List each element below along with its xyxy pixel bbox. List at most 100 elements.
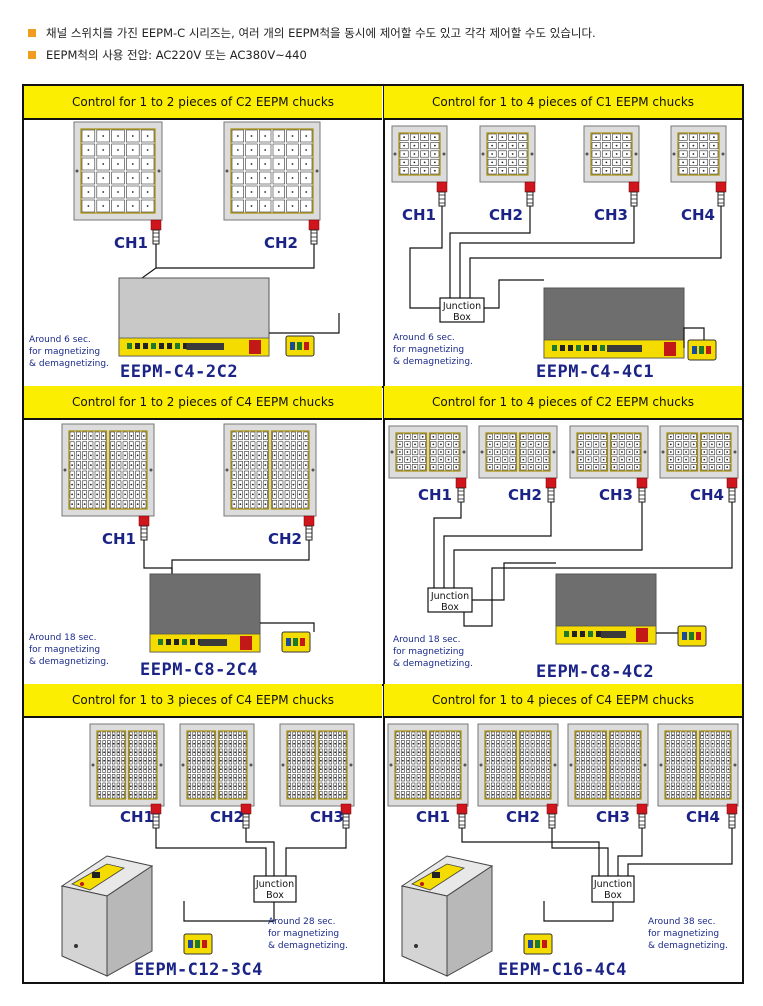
controller-unit xyxy=(118,277,270,357)
cable-line xyxy=(551,828,609,876)
chuck-c4 xyxy=(477,723,559,807)
cable-line xyxy=(449,206,531,298)
controller-unit xyxy=(543,287,685,359)
cabinet-controller xyxy=(60,855,154,977)
cable-line xyxy=(245,828,275,876)
chuck-c4 xyxy=(387,723,469,807)
grid-divider xyxy=(24,386,742,388)
cable-line xyxy=(683,327,705,348)
cable-line xyxy=(285,828,347,876)
chuck-c2 xyxy=(659,425,739,479)
timing-note-line: Around 18 sec. xyxy=(29,633,97,643)
timing-note-line: Around 6 sec. xyxy=(29,335,91,345)
chuck-c4 xyxy=(61,423,155,517)
channel-label: CH4 xyxy=(686,808,720,826)
timing-note-line: for magnetizing xyxy=(29,347,101,357)
timing-note: Around 18 sec.for magnetizing& demagneti… xyxy=(393,634,473,670)
timing-note-line: Around 6 sec. xyxy=(393,333,455,343)
channel-label: CH4 xyxy=(681,206,715,224)
timing-note-line: for magnetizing xyxy=(268,929,340,939)
timing-note-line: for magnetizing xyxy=(393,647,465,657)
bullet-list: 채널 스위치를 가진 EEPM-C 시리즈는, 여러 개의 EEPM척을 동시에… xyxy=(28,22,596,66)
timing-note-line: & demagnetizing. xyxy=(648,941,728,951)
timing-note-line: for magnetizing xyxy=(648,929,720,939)
chuck-c2 xyxy=(388,425,468,479)
cable-line xyxy=(617,828,643,876)
bullet-square-icon xyxy=(28,51,36,59)
connector-ch4 xyxy=(715,181,727,207)
channel-label: CH1 xyxy=(416,808,450,826)
timing-note: Around 38 sec.for magnetizing& demagneti… xyxy=(648,916,728,952)
connector-ch1 xyxy=(455,477,467,503)
junction-label: Box xyxy=(453,312,471,323)
chuck-c1 xyxy=(479,125,536,183)
chuck-c4 xyxy=(657,723,739,807)
remote-pendant-icon xyxy=(183,933,213,955)
cable-line xyxy=(171,540,310,578)
chuck-c4 xyxy=(89,723,165,807)
controller-cell: Control for 1 to 2 pieces of C4 EEPM chu… xyxy=(24,386,382,682)
cell-header: Control for 1 to 2 pieces of C4 EEPM chu… xyxy=(24,386,382,420)
channel-label: CH2 xyxy=(268,530,302,548)
channel-label: CH1 xyxy=(418,486,452,504)
model-name: EEPM-C8-2C4 xyxy=(140,660,259,680)
cell-header: Control for 1 to 4 pieces of C4 EEPM chu… xyxy=(384,684,742,718)
chuck-c4 xyxy=(567,723,649,807)
controller-cell: Control for 1 to 4 pieces of C1 EEPM chu… xyxy=(384,86,742,384)
channel-label: CH1 xyxy=(114,234,148,252)
timing-note: Around 18 sec.for magnetizing& demagneti… xyxy=(29,632,109,668)
timing-note-line: & demagnetizing. xyxy=(393,659,473,669)
cable-line xyxy=(453,502,643,588)
chuck-c1 xyxy=(391,125,448,183)
bullet-text: EEPM척의 사용 전압: AC220V 또는 AC380V~440 xyxy=(46,48,307,62)
controller-cell: Control for 1 to 2 pieces of C2 EEPM chu… xyxy=(24,86,382,384)
cell-diagram: CH1 CH2 xyxy=(73,121,340,357)
cable-line xyxy=(433,502,462,588)
connector-ch4 xyxy=(726,477,738,503)
cell-header: Control for 1 to 4 pieces of C2 EEPM chu… xyxy=(384,386,742,420)
cable-line xyxy=(409,206,443,309)
connector-ch2 xyxy=(303,515,315,541)
channel-label: CH1 xyxy=(120,808,154,826)
grid-divider xyxy=(383,86,385,982)
connector-ch3 xyxy=(636,477,648,503)
connector-ch2 xyxy=(308,219,320,245)
junction-label: Junction xyxy=(430,591,469,602)
bullet-item: EEPM척의 사용 전압: AC220V 또는 AC380V~440 xyxy=(28,44,596,66)
timing-note: Around 28 sec.for magnetizing& demagneti… xyxy=(268,916,348,952)
controller-unit xyxy=(555,573,657,645)
chuck-c4 xyxy=(279,723,355,807)
remote-pendant-icon xyxy=(687,339,717,361)
channel-label: CH2 xyxy=(264,234,298,252)
remote-pendant-icon xyxy=(523,933,553,955)
cable-line xyxy=(484,279,544,309)
cable-line xyxy=(155,828,267,876)
cable-line xyxy=(443,502,552,588)
chuck-c2 xyxy=(223,121,321,221)
connector-ch1 xyxy=(138,515,150,541)
chuck-c2 xyxy=(569,425,649,479)
timing-note-line: for magnetizing xyxy=(393,345,465,355)
timing-note: Around 6 sec. for magnetizing & demagnetiz… xyxy=(29,334,109,370)
timing-note-line: & demagnetizing. xyxy=(393,357,473,367)
remote-pendant-icon xyxy=(281,631,311,653)
channel-label: CH2 xyxy=(506,808,540,826)
junction-label: Box xyxy=(604,890,622,901)
timing-note-line: Around 28 sec. xyxy=(268,917,336,927)
connector-ch2 xyxy=(524,181,536,207)
remote-pendant-icon xyxy=(285,335,315,357)
timing-note-line: & demagnetizing. xyxy=(29,359,109,369)
connector-ch1 xyxy=(150,219,162,245)
junction-label: Junction xyxy=(593,879,632,890)
cable-line xyxy=(461,828,600,876)
channel-label: CH3 xyxy=(599,486,633,504)
junction-label: Box xyxy=(441,602,459,613)
cabinet-controller xyxy=(400,855,494,977)
